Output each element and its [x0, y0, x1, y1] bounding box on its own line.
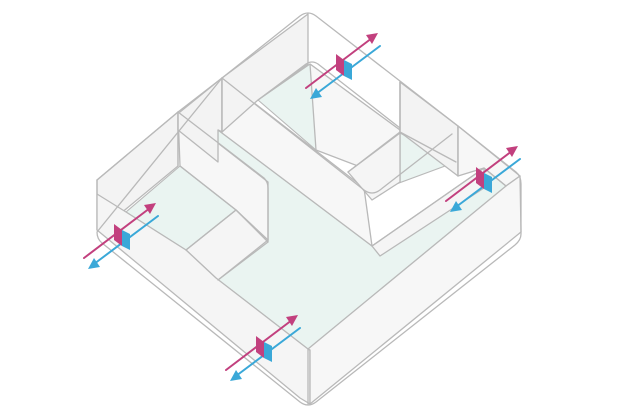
opening-right	[445, 146, 521, 212]
openings-layer	[83, 33, 521, 381]
outline-spine	[221, 77, 453, 194]
flow-opening-icon	[476, 167, 492, 193]
flow-opening-icon	[336, 54, 352, 80]
opening-bottom	[225, 315, 301, 381]
opening-left	[83, 203, 159, 269]
outline-floor-right	[371, 167, 507, 247]
outline-left-room	[177, 111, 269, 281]
outline-vertical-corners	[177, 77, 401, 405]
flow-opening-icon	[256, 336, 272, 362]
outline-upper-room	[179, 61, 401, 129]
outline-left-room-inner	[179, 165, 269, 251]
walls-back	[96, 13, 521, 281]
wall-tops	[96, 12, 522, 406]
opening-top	[305, 33, 381, 99]
outline-outer	[96, 12, 522, 406]
flow-opening-icon	[114, 224, 130, 250]
